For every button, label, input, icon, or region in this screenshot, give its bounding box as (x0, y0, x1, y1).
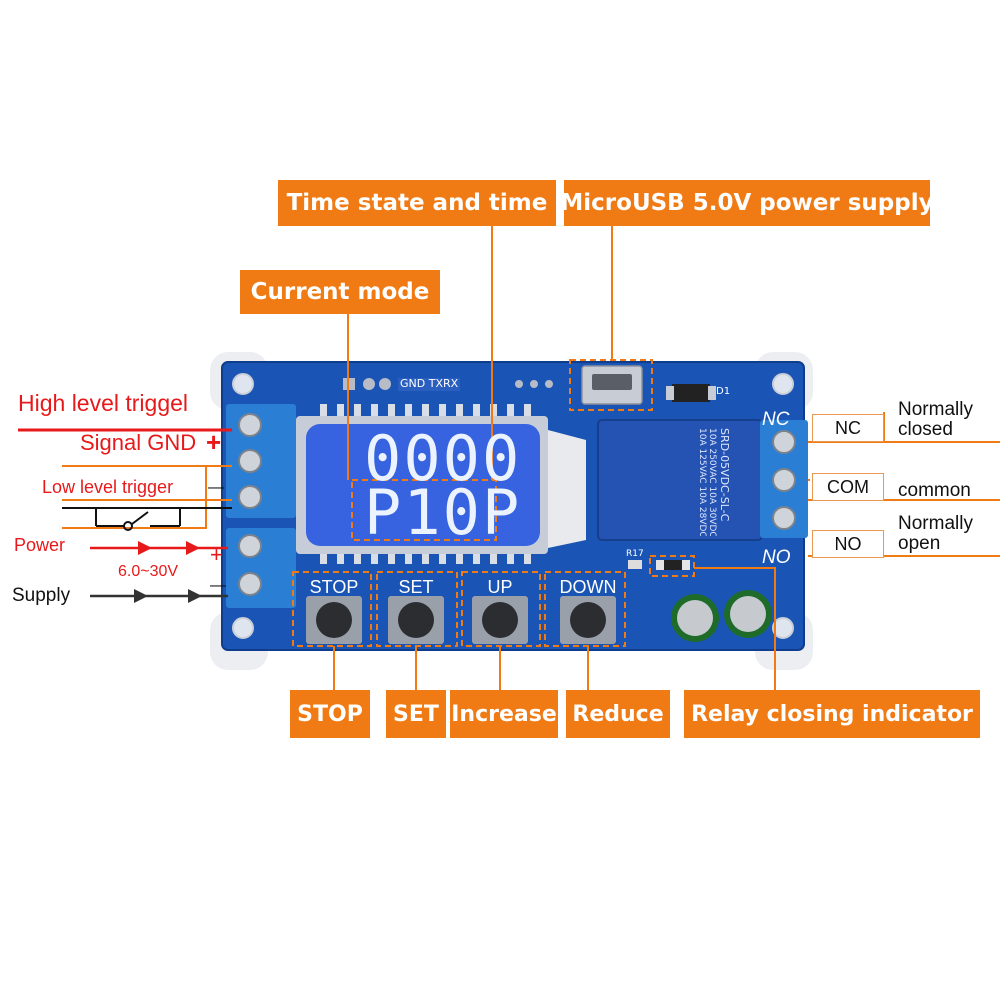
no-silk-label: NO (762, 547, 791, 568)
callout-time-state: Time state and time (278, 180, 556, 226)
label-low-level-sign: — (208, 479, 224, 496)
callout-reduce: Reduce (566, 690, 670, 738)
label-normally-closed-2: closed (898, 419, 953, 440)
callout-set: SET (386, 690, 446, 738)
capacitors (671, 590, 772, 642)
relay-no-box: NO (812, 530, 884, 558)
nc-silk-label: NC (762, 409, 790, 430)
button-label-stop: STOP (309, 577, 359, 597)
label-high-level-trigger: High level triggel (18, 390, 189, 416)
relay-marking: SRD-05VDC-SL-C 10A 250VAC 10A 30VDC 10A … (600, 424, 760, 536)
button-label-down: DOWN (559, 577, 617, 597)
relay-com-box: COM (812, 473, 884, 501)
label-normally-closed-1: Normally (898, 399, 973, 420)
label-signal-gnd: Signal GND (80, 430, 197, 455)
label-common: common (898, 480, 971, 501)
up-button[interactable] (482, 602, 518, 638)
callout-stop: STOP (290, 690, 370, 738)
label-voltage-range: 6.0~30V (118, 563, 179, 580)
lcd-mode-value: P10P (364, 476, 522, 549)
relay-rating-1: 10A 250VAC 10A 30VDC (707, 428, 718, 536)
power-terminal-block (226, 528, 296, 608)
callout-increase: Increase (450, 690, 558, 738)
button-label-up: UP (487, 577, 513, 597)
r17-silk-label: R17 (626, 549, 644, 559)
set-button[interactable] (398, 602, 434, 638)
relay-model: SRD-05VDC-SL-C (718, 428, 731, 522)
label-normally-open-1: Normally (898, 513, 973, 534)
lcd-time-value: 0000 (364, 422, 522, 495)
header-silk-label: GND TXRX (398, 377, 461, 391)
callout-relay-indicator: Relay closing indicator (684, 690, 980, 738)
relay-nc-box: NC (812, 414, 884, 442)
label-low-level-trigger: Low level trigger (42, 477, 174, 497)
d1-silk-label: D1 (716, 386, 731, 397)
label-power-sign: + (210, 542, 223, 567)
button-label-set: SET (398, 577, 434, 597)
down-button[interactable] (570, 602, 606, 638)
tactile-buttons (306, 596, 616, 644)
callout-micro-usb: MicroUSB 5.0V power supply (560, 180, 934, 226)
relay-rating-2: 10A 125VAC 10A 28VDC (697, 428, 708, 536)
label-power: Power (14, 535, 66, 555)
callout-current-mode: Current mode (240, 270, 440, 314)
lcd-screen (306, 424, 540, 546)
stop-button[interactable] (316, 602, 352, 638)
label-supply: Supply (12, 585, 71, 606)
label-supply-sign: — (210, 577, 226, 594)
left-wires (18, 428, 232, 603)
label-normally-open-2: open (898, 533, 941, 554)
label-signal-gnd-sign: + (206, 427, 222, 457)
